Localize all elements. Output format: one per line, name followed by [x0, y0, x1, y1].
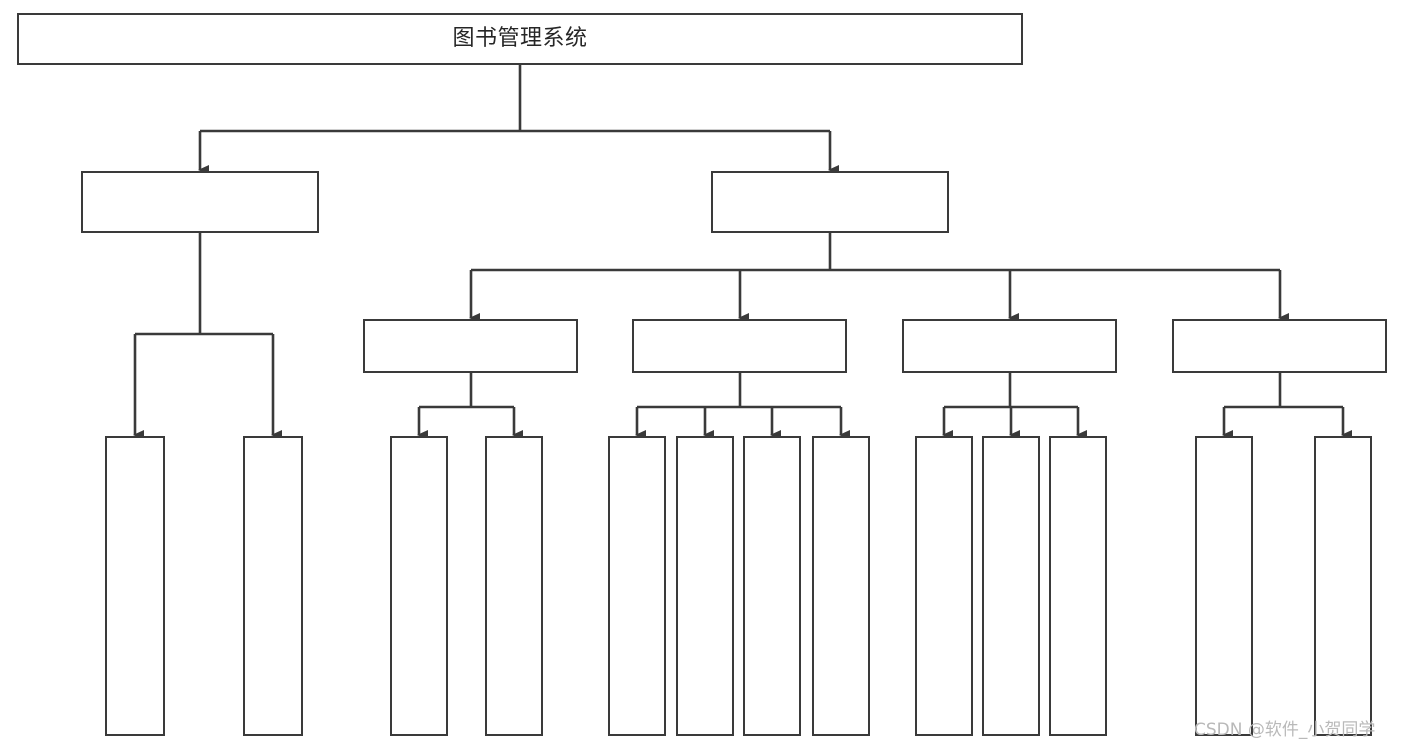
node-user-login[interactable]: [81, 171, 319, 233]
node-new-book-recommend[interactable]: [363, 319, 578, 373]
node-leaf-edit-book[interactable]: [743, 436, 801, 736]
node-leaf-user-login[interactable]: [105, 436, 165, 736]
node-label: 图书管理系统: [452, 26, 588, 52]
node-leaf-query-record[interactable]: [1314, 436, 1372, 736]
node-leaf-borrow-book-1[interactable]: [485, 436, 543, 736]
node-leaf-add-book[interactable]: [676, 436, 734, 736]
node-book-manage[interactable]: [711, 171, 949, 233]
node-borrow-record[interactable]: [1172, 319, 1387, 373]
node-leaf-logout[interactable]: [243, 436, 303, 736]
node-leaf-borrow-book-2[interactable]: [812, 436, 870, 736]
node-leaf-confirm-return[interactable]: [1049, 436, 1107, 736]
node-leaf-add-record[interactable]: [1195, 436, 1253, 736]
node-leaf-query-book-2[interactable]: [608, 436, 666, 736]
node-leaf-query-book-3[interactable]: [915, 436, 973, 736]
node-leaf-return-book[interactable]: [982, 436, 1040, 736]
node-leaf-query-book-1[interactable]: [390, 436, 448, 736]
node-root[interactable]: 图书管理系统: [17, 13, 1023, 65]
node-current-borrow[interactable]: [902, 319, 1117, 373]
node-book-borrow[interactable]: [632, 319, 847, 373]
csdn-watermark: CSDN @软件_小贺同学: [1194, 720, 1376, 740]
